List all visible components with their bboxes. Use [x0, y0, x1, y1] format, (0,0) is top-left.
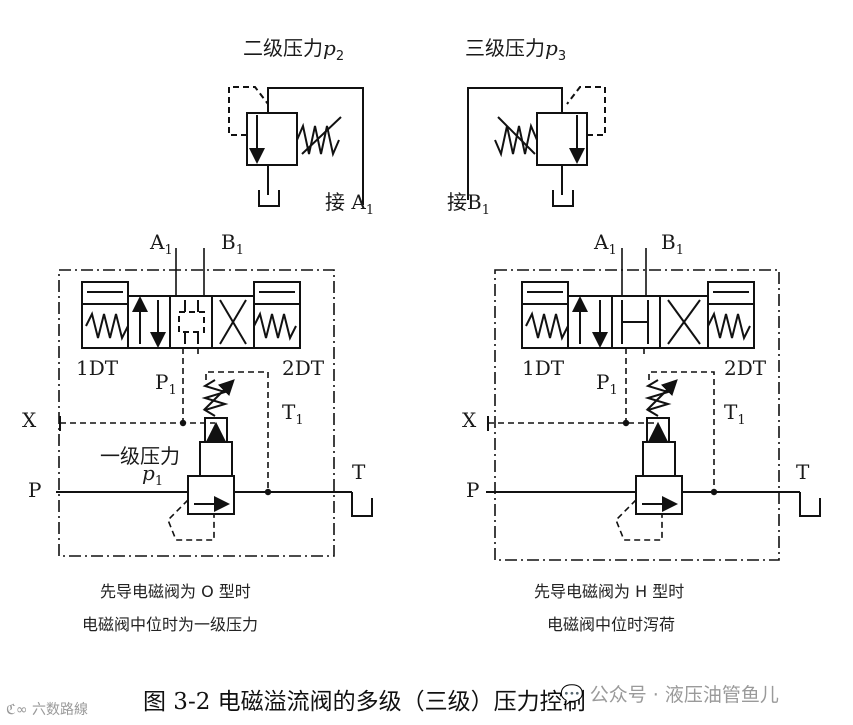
- connect-b1-label: 接B1: [447, 190, 490, 218]
- stage2-pressure-label: 二级压力p2: [243, 36, 345, 64]
- watermark-right: 💬 公众号 · 液压油管鱼儿: [560, 684, 779, 706]
- wechat-icon: 💬: [560, 684, 590, 706]
- right-tank-t1: T1: [724, 400, 746, 428]
- connect-a1-label: 接 A1: [325, 190, 375, 218]
- left-caption-line1: 先导电磁阀为 O 型时: [100, 582, 251, 601]
- solenoid-relief-valve-left: [56, 248, 373, 557]
- left-solenoid-1dt: 1DT: [76, 356, 119, 380]
- right-caption-line1: 先导电磁阀为 H 型时: [534, 582, 685, 601]
- watermark-left: ℭ∞ 六数路線: [6, 702, 88, 718]
- left-pilot-p1: P1: [155, 370, 177, 398]
- logo-icon: ℭ∞: [6, 702, 32, 718]
- solenoid-relief-valve-right: [486, 248, 821, 561]
- right-port-t: T: [796, 460, 810, 484]
- right-pilot-p1: P1: [596, 370, 618, 398]
- left-port-a1: A1: [150, 230, 173, 258]
- stage3-pressure-label: 三级压力p3: [465, 36, 567, 64]
- left-solenoid-2dt: 2DT: [282, 356, 325, 380]
- left-port-b1: B1: [221, 230, 244, 258]
- left-caption-line2: 电磁阀中位时为一级压力: [82, 615, 259, 634]
- left-port-x: X: [22, 408, 37, 432]
- right-solenoid-1dt: 1DT: [522, 356, 565, 380]
- relief-valve-stage3: [467, 86, 606, 207]
- figure-caption: 图 3-2 电磁溢流阀的多级（三级）压力控制: [143, 689, 586, 715]
- right-port-b1: B1: [661, 230, 684, 258]
- right-port-p: P: [466, 478, 480, 502]
- right-port-a1: A1: [594, 230, 617, 258]
- right-port-x: X: [462, 408, 477, 432]
- left-port-t: T: [352, 460, 366, 484]
- right-solenoid-2dt: 2DT: [724, 356, 767, 380]
- left-port-p: P: [28, 478, 42, 502]
- left-stage1-var: p1: [142, 461, 164, 489]
- left-stage1-label: 一级压力: [100, 444, 180, 468]
- right-caption-line2: 电磁阀中位时泻荷: [547, 615, 676, 634]
- left-tank-t1: T1: [282, 400, 304, 428]
- relief-valve-stage2: [228, 86, 364, 207]
